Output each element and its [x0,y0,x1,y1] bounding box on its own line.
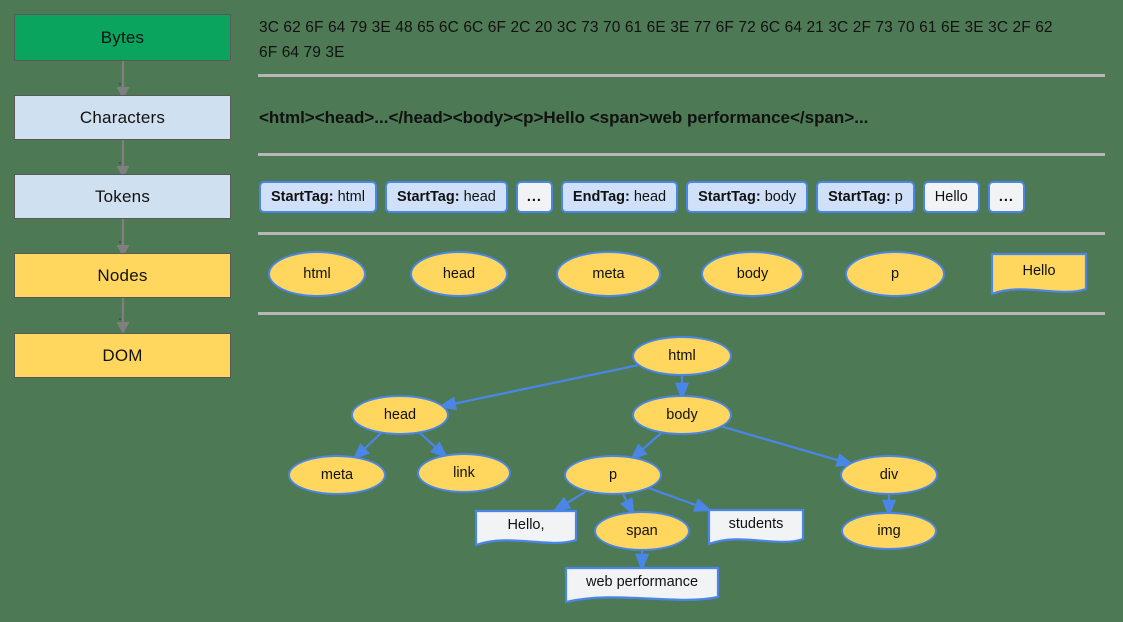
token-chip[interactable]: StartTag:html [259,181,377,213]
pipeline-step-label: Bytes [100,27,145,47]
token-kind: StartTag: [271,189,334,205]
dom-edge-head-to-meta [352,432,382,461]
dom-node-label: web performance [585,574,699,590]
bytes-hex-text: 3C 62 6F 64 79 3E 48 65 6C 6C 6F 2C 20 3… [259,19,1058,61]
pipeline-step-label: Nodes [97,265,148,285]
token-kind: EndTag: [572,189,630,205]
dom-node-p[interactable]: p [564,455,662,495]
pipeline-step-characters[interactable]: Characters [14,95,231,140]
token-value: ... [998,189,1014,205]
node-ellipse[interactable]: html [268,251,366,297]
node-label: html [303,266,331,282]
dom-edge-body-to-div [722,425,855,467]
token-chip[interactable]: StartTag:p [816,181,915,213]
dom-node-label: head [383,407,417,423]
token-kind: StartTag: [828,189,891,205]
dom-node-link[interactable]: link [417,453,511,493]
pipeline-step-label: Characters [79,107,166,127]
dom-node-label: link [453,465,475,481]
node-label: body [736,266,769,282]
token-chip[interactable]: Hello [922,181,980,213]
token-chip[interactable]: ... [515,181,553,213]
node-ellipse[interactable]: meta [556,251,661,297]
dom-edge-html-to-head [438,364,638,411]
node-text-document[interactable]: Hello [990,252,1088,296]
pipeline-step-bytes[interactable]: Bytes [14,14,231,61]
dom-node-img[interactable]: img [841,512,937,550]
pipeline-step-tokens[interactable]: Tokens [14,174,231,219]
pipeline-arrow-4 [116,298,130,334]
node-label: head [442,266,476,282]
pipeline-step-dom[interactable]: DOM [14,333,231,378]
token-chip[interactable]: StartTag:body [686,181,809,213]
dom-node-html[interactable]: html [632,336,732,376]
dom-node-body[interactable]: body [632,395,732,435]
dom-node-label: body [666,407,698,423]
token-value: ... [526,189,542,205]
node-label: meta [592,266,625,282]
node-ellipse[interactable]: p [845,251,945,297]
dom-text-node-students[interactable]: students [707,508,805,546]
token-value: head [633,189,667,205]
dom-node-meta[interactable]: meta [288,455,386,495]
node-label: Hello [1022,263,1056,279]
separator-2 [258,153,1105,156]
pipeline-arrow-3 [116,219,130,257]
pipeline-arrow-2 [116,140,130,178]
dom-text-node-webperf[interactable]: web performance [564,566,720,604]
dom-node-label: p [608,467,618,483]
separator-4 [258,312,1105,315]
token-value: html [337,189,365,205]
dom-edge-body-to-p [629,432,662,461]
dom-node-label: span [626,523,658,539]
dom-node-label: div [879,467,899,483]
dom-node-span[interactable]: span [594,511,690,551]
node-ellipse[interactable]: body [701,251,804,297]
dom-node-label: meta [320,467,354,483]
dom-edge-p-to-students [649,487,712,512]
token-kind: StartTag: [396,189,460,205]
pipeline-step-label: DOM [102,345,143,365]
pipeline-arrow-1 [116,61,130,99]
characters-markup-text: <html><head>...</head><body><p>Hello <sp… [259,108,869,127]
token-value: head [463,189,496,205]
separator-3 [258,232,1105,235]
node-label: p [890,266,900,282]
separator-1 [258,74,1105,77]
dom-text-node-hello[interactable]: Hello, [474,509,578,547]
token-value: p [894,189,903,205]
token-kind: StartTag: [698,189,761,205]
token-value: body [764,189,797,205]
dom-node-div[interactable]: div [840,455,938,495]
dom-node-head[interactable]: head [351,395,449,435]
pipeline-step-label: Tokens [94,186,151,206]
pipeline-step-nodes[interactable]: Nodes [14,253,231,298]
dom-node-label: img [877,523,901,539]
dom-node-label: html [668,348,696,364]
token-value: Hello [934,189,968,205]
token-chip[interactable]: StartTag:head [384,181,508,213]
node-ellipse[interactable]: head [410,251,508,297]
dom-node-label: students [728,516,784,532]
dom-node-label: Hello, [507,517,545,533]
token-chip[interactable]: ... [987,181,1025,213]
token-chip[interactable]: EndTag:head [560,181,679,213]
